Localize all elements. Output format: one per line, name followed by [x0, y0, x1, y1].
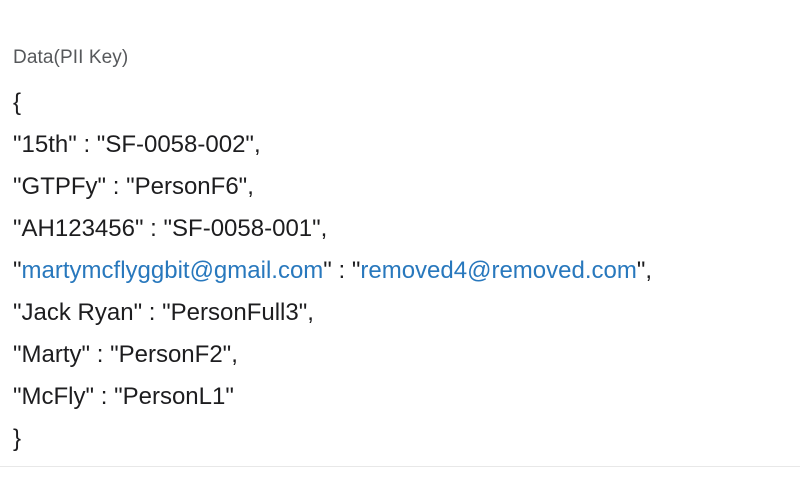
separator: :	[143, 215, 164, 242]
pii-value: PersonFull3	[170, 299, 299, 326]
pii-entry-row-email: "martymcflyggbit@gmail.com" : "removed4@…	[13, 250, 784, 292]
pii-value: SF-0058-002	[105, 131, 246, 158]
quote-mark: "	[133, 299, 143, 326]
pii-entry-row: "Marty" : "PersonF2",	[13, 334, 784, 376]
pii-entry-row: "AH123456" : "SF-0058-001",	[13, 208, 784, 250]
pii-entry-row: "McFly" : "PersonL1"	[13, 376, 784, 418]
json-close-brace: }	[13, 425, 22, 452]
pii-key: GTPFy	[21, 173, 98, 200]
pii-value: PersonL1	[122, 383, 226, 410]
comma: ,	[247, 173, 254, 200]
comma: ,	[253, 131, 261, 158]
quote-mark: "	[85, 383, 95, 410]
quote-mark: "	[225, 383, 234, 410]
separator: :	[76, 131, 97, 158]
quote-mark: "	[238, 173, 248, 200]
separator: :	[331, 257, 352, 284]
quote-mark: "	[126, 173, 135, 200]
comma: ,	[307, 299, 314, 326]
pii-key-panel: Data(PII Key) { "15th" : "SF-0058-002", …	[13, 47, 784, 460]
quote-mark: "	[13, 383, 22, 410]
quote-mark: "	[351, 257, 361, 284]
pii-value: SF-0058-001	[172, 215, 313, 242]
quote-mark: "	[13, 299, 22, 326]
pii-value: PersonF6	[134, 173, 239, 200]
quote-mark: "	[13, 173, 22, 200]
pii-key: AH123456	[21, 215, 135, 242]
pii-key-json: { "15th" : "SF-0058-002", "GTPFy" : "Per…	[13, 82, 784, 460]
pii-entry-row: "GTPFy" : "PersonF6",	[13, 166, 784, 208]
quote-mark: "	[636, 257, 646, 284]
comma: ,	[320, 215, 328, 242]
separator: :	[106, 173, 127, 200]
quote-mark: "	[13, 257, 22, 284]
quote-mark: "	[134, 215, 144, 242]
quote-mark: "	[97, 173, 107, 200]
separator: :	[90, 341, 111, 368]
quote-mark: "	[245, 131, 254, 158]
quote-mark: "	[13, 131, 22, 158]
quote-mark: "	[110, 341, 119, 368]
bottom-divider	[0, 466, 800, 467]
quote-mark: "	[13, 215, 22, 242]
quote-mark: "	[312, 215, 321, 242]
separator: :	[142, 299, 163, 326]
pii-key: Jack Ryan	[21, 299, 134, 326]
quote-mark: "	[162, 299, 171, 326]
quote-mark: "	[13, 341, 22, 368]
quote-mark: "	[81, 341, 91, 368]
pii-key: McFly	[21, 383, 86, 410]
quote-mark: "	[222, 341, 232, 368]
pii-value: PersonF2	[118, 341, 223, 368]
pii-entry-row: "15th" : "SF-0058-002",	[13, 124, 784, 166]
quote-mark: "	[323, 257, 332, 284]
email-key-link[interactable]: martymcflyggbit@gmail.com	[21, 257, 324, 284]
quote-mark: "	[114, 383, 123, 410]
separator: :	[94, 383, 115, 410]
pii-key-label: Data(PII Key)	[13, 47, 129, 68]
comma: ,	[231, 341, 238, 368]
quote-mark: "	[96, 131, 106, 158]
pii-entry-row: "Jack Ryan" : "PersonFull3",	[13, 292, 784, 334]
pii-key: Marty	[21, 341, 82, 368]
quote-mark: "	[163, 215, 173, 242]
footer-strip	[0, 467, 800, 500]
email-value-link[interactable]: removed4@removed.com	[360, 257, 637, 284]
pii-key: 15th	[21, 131, 69, 158]
json-open-brace: {	[13, 89, 22, 116]
quote-mark: "	[68, 131, 77, 158]
comma: ,	[645, 257, 653, 284]
quote-mark: "	[298, 299, 308, 326]
